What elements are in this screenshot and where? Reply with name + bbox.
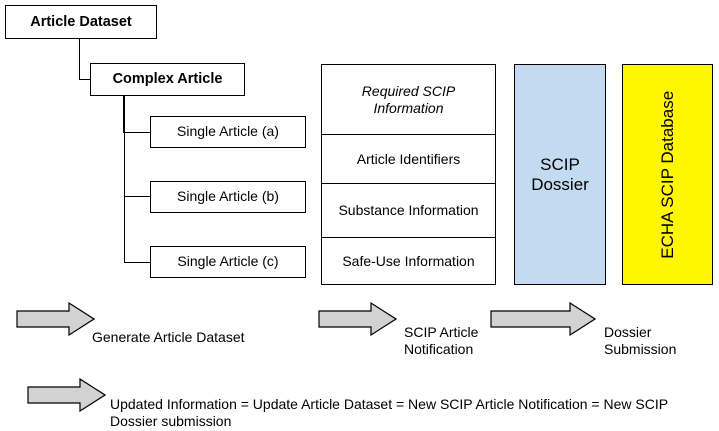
connector-root-horizontal <box>79 79 92 80</box>
flow-caption-submission-text: Dossier Submission <box>604 324 677 358</box>
flow-caption-dossier-submission: Dossier Submission <box>604 307 716 358</box>
store-echa-scip-database[interactable]: ECHA SCIP Database <box>622 64 713 285</box>
store-scip-dossier[interactable]: SCIP Dossier <box>514 64 606 285</box>
node-single-article-c-label: Single Article (c) <box>177 253 279 270</box>
connector-branch-c <box>124 262 151 263</box>
flow-caption-scip-article-notification: SCIP Article Notification <box>404 307 490 358</box>
flow-caption-generate-text: Generate Article Dataset <box>92 329 245 346</box>
flow-caption-notification-text: SCIP Article Notification <box>404 324 479 358</box>
scip-table-header-label: Required SCIP Information <box>361 83 456 116</box>
node-complex-article[interactable]: Complex Article <box>90 63 245 96</box>
flow-caption-generate-article-dataset: Generate Article Dataset <box>92 312 302 346</box>
footer-caption-updated-information: Updated Information = Update Article Dat… <box>110 379 710 430</box>
right-arrow-icon-notification <box>318 302 397 336</box>
connector-branch-b <box>124 196 151 197</box>
connector-complex-trunk-top <box>123 96 125 133</box>
right-arrow-icon-submission <box>490 302 596 336</box>
scip-table-row-article-identifiers-label: Article Identifiers <box>356 150 461 167</box>
store-scip-dossier-label: SCIP Dossier <box>531 154 589 194</box>
scip-table-header-row: Required SCIP Information <box>322 65 495 135</box>
node-single-article-b[interactable]: Single Article (b) <box>150 181 306 213</box>
right-arrow-icon-generate <box>16 302 95 336</box>
node-complex-article-label: Complex Article <box>112 71 223 88</box>
scip-table-row-safe-use-information-label: Safe-Use Information <box>342 252 475 269</box>
store-echa-scip-database-label: ECHA SCIP Database <box>657 90 677 259</box>
node-article-dataset-label: Article Dataset <box>30 13 132 30</box>
right-arrow-icon-updated-info <box>27 378 106 412</box>
node-single-article-c[interactable]: Single Article (c) <box>150 246 306 278</box>
connector-branch-a <box>124 132 151 133</box>
node-single-article-b-label: Single Article (b) <box>177 188 279 205</box>
scip-table-row-article-identifiers[interactable]: Article Identifiers <box>322 135 495 184</box>
node-article-dataset[interactable]: Article Dataset <box>5 5 157 39</box>
scip-table-row-substance-information-label: Substance Information <box>338 202 479 219</box>
node-single-article-a-label: Single Article (a) <box>177 123 279 140</box>
scip-table-row-safe-use-information[interactable]: Safe-Use Information <box>322 238 495 284</box>
scip-table-row-substance-information[interactable]: Substance Information <box>322 184 495 238</box>
node-single-article-a[interactable]: Single Article (a) <box>150 116 306 148</box>
footer-caption-text: Updated Information = Update Article Dat… <box>110 396 668 430</box>
scip-information-table: Required SCIP Information Article Identi… <box>321 64 496 285</box>
connector-root-vertical <box>79 38 80 80</box>
